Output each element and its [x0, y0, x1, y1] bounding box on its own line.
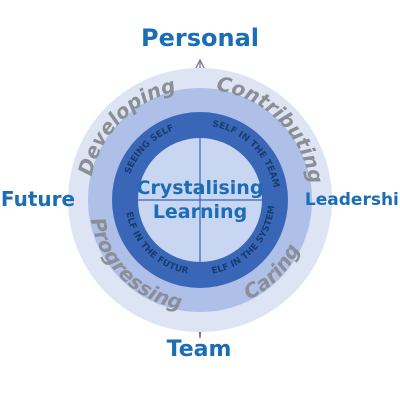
center-title-line1: Crystalising — [137, 177, 264, 199]
compass-label-bottom: Team — [167, 337, 232, 362]
compass-label-left: Future — [1, 187, 75, 211]
compass-label-top: Personal — [141, 24, 259, 52]
compass-label-right: Leadership — [305, 190, 400, 210]
center-title-line2: Learning — [153, 201, 247, 223]
